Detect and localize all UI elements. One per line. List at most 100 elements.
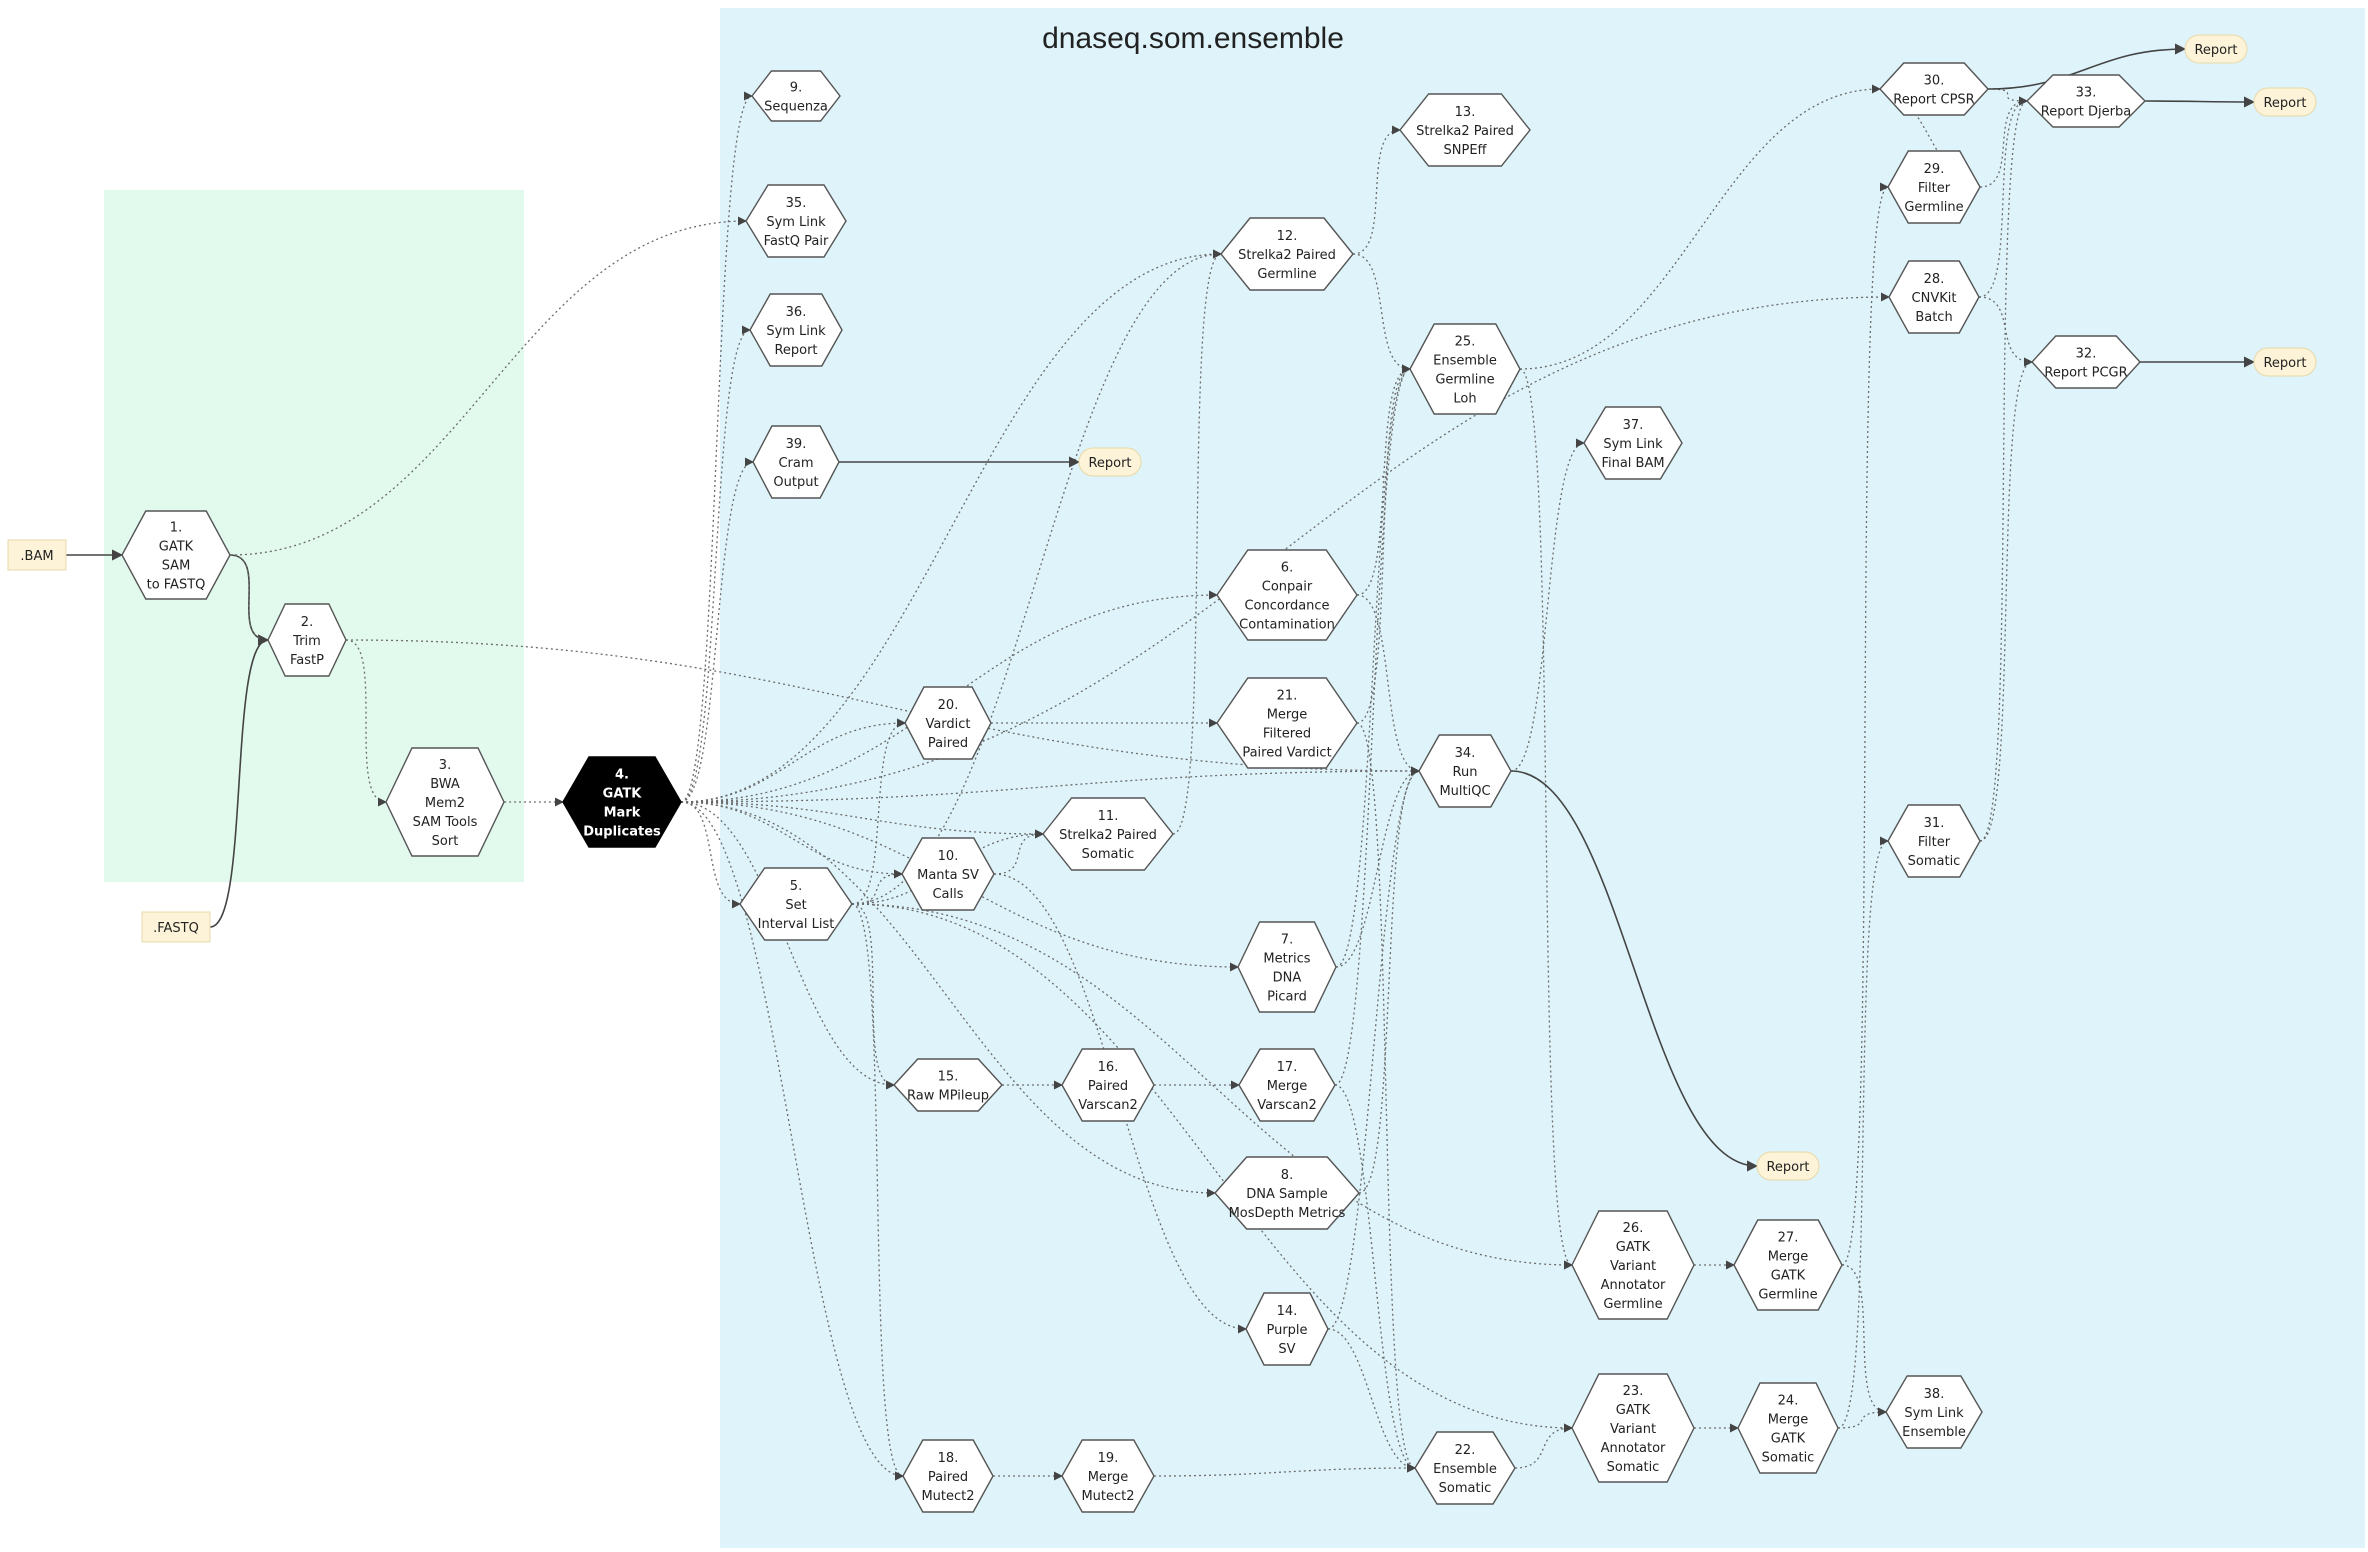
node-shape	[7, 539, 67, 571]
node-label-line: 3.	[439, 758, 451, 773]
edge-n4-to-n36	[680, 325, 751, 803]
edge-n7-to-n25	[1335, 364, 1411, 968]
node-label-line: Germline	[1603, 1297, 1662, 1312]
node-label-line: SV	[1278, 1342, 1295, 1357]
edge-n2-to-n34	[345, 639, 1420, 776]
node-label-line: Mutect2	[921, 1489, 974, 1504]
report-node-r33[interactable]: Report	[2253, 87, 2317, 117]
node-label-line: 28.	[1924, 272, 1945, 287]
node-label-line: Filter	[1918, 181, 1951, 196]
node-shape	[749, 293, 843, 367]
edge-n5-to-n18	[851, 903, 904, 1481]
node-label-line: 6.	[1281, 561, 1293, 576]
input-node-fastq[interactable]: .FASTQ	[141, 911, 211, 943]
node-label-line: Report	[774, 343, 817, 358]
node-shape	[739, 867, 853, 941]
node-label-line: 19.	[1098, 1451, 1119, 1466]
workflow-node-n32[interactable]: 32.Report PCGR	[2031, 335, 2141, 389]
edge-n22-to-n23	[1514, 1423, 1573, 1469]
node-label-line: 22.	[1455, 1443, 1476, 1458]
report-node-r39[interactable]: Report	[1078, 447, 1142, 477]
node-label-line: 21.	[1277, 689, 1298, 704]
node-label-line: FastP	[290, 653, 324, 668]
node-label-line: Report CPSR	[1893, 93, 1974, 108]
input-node-bam[interactable]: .BAM	[7, 539, 67, 571]
node-label-line: Merge	[1768, 1413, 1809, 1428]
node-label-line: Contamination	[1239, 618, 1335, 633]
node-shape	[893, 1058, 1003, 1112]
edge-n33-to-r33	[2144, 96, 2256, 108]
node-label-line: 17.	[1277, 1060, 1298, 1075]
node-label-line: 38.	[1924, 1387, 1945, 1402]
node-shape	[1888, 260, 1980, 334]
report-node-r32[interactable]: Report	[2253, 347, 2317, 377]
node-label-line: 10.	[938, 849, 959, 864]
node-label-line: Duplicates	[583, 825, 661, 840]
report-node-r30[interactable]: Report	[2184, 34, 2248, 64]
node-label-line: Variant	[1610, 1259, 1656, 1274]
node-label-line: 9.	[790, 81, 802, 96]
node-label-line: Report	[2263, 356, 2306, 371]
workflow-node-n33[interactable]: 33.Report Djerba	[2026, 74, 2146, 128]
node-label-line: Mem2	[425, 796, 465, 811]
node-label-line: Batch	[1915, 310, 1952, 325]
node-label-line: 7.	[1281, 933, 1293, 948]
edge-n4-to-n7	[680, 801, 1239, 972]
node-shape	[385, 747, 505, 857]
node-label-line: Strelka2 Paired	[1238, 248, 1336, 263]
edge-n11-to-n12	[1172, 249, 1222, 835]
node-label-line: FastQ Pair	[764, 234, 829, 249]
workflow-node-n30[interactable]: 30.Report CPSR	[1879, 62, 1989, 116]
report-node-r34[interactable]: Report	[1756, 1151, 1820, 1181]
node-label-line: 13.	[1455, 105, 1476, 120]
workflow-node-n9[interactable]: 9.Sequenza	[751, 70, 841, 122]
node-shape	[1214, 1156, 1360, 1230]
node-label-line: SNPEff	[1444, 143, 1488, 158]
node-label-line: Merge	[1267, 708, 1308, 723]
node-label-line: 12.	[1277, 229, 1298, 244]
node-label-line: GATK	[159, 540, 194, 555]
node-shape	[901, 837, 995, 911]
node-shape	[752, 425, 840, 499]
node-label-line: Merge	[1088, 1470, 1129, 1485]
node-label-line: Report Djerba	[2041, 105, 2131, 120]
node-shape	[1571, 1373, 1695, 1483]
workflow-node-n15[interactable]: 15.Raw MPileup	[893, 1058, 1003, 1112]
edge-n6-to-n25	[1356, 364, 1411, 596]
edge-n31-to-n33	[1979, 96, 2028, 842]
